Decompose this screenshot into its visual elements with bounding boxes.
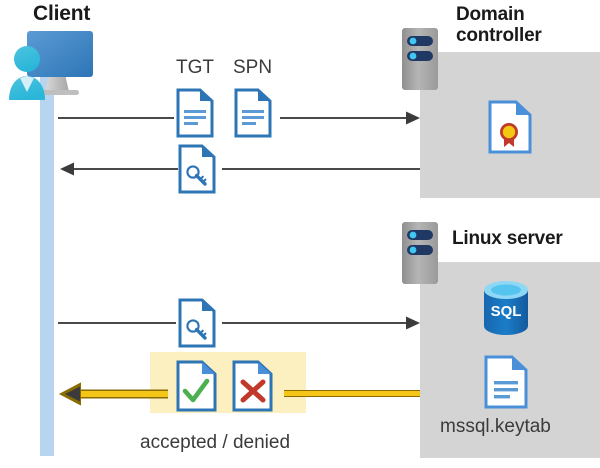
tgt-label: TGT: [176, 57, 214, 78]
message-3-arrow-right: [222, 315, 420, 331]
message-2-line-right: [222, 168, 420, 170]
message-2-arrow-left: [58, 161, 178, 177]
domain-controller-title: Domain controller: [456, 4, 600, 47]
document-key-icon-ticket-2: [178, 298, 216, 348]
client-lifeline: [40, 66, 54, 456]
message-1-arrow-right: [280, 110, 420, 126]
message-4-line-right: [284, 390, 420, 397]
document-text-icon-tgt: [176, 88, 214, 138]
domain-controller-title-line2: controller: [456, 25, 542, 47]
client-computer-user-icon: [5, 26, 97, 104]
sql-database-icon: SQL: [480, 280, 532, 338]
spn-label: SPN: [233, 57, 273, 78]
message-3-line-left: [58, 322, 176, 324]
result-highlight-box: [150, 352, 306, 413]
keytab-filename-label: mssql.keytab: [440, 416, 551, 437]
client-title: Client: [33, 2, 91, 25]
linux-server-server-icon: [402, 222, 438, 284]
certificate-document-icon: [488, 100, 532, 154]
document-accepted-icon: [176, 360, 218, 412]
domain-controller-title-line1: Domain: [456, 4, 525, 25]
domain-controller-server-icon: [402, 28, 438, 90]
keytab-document-icon: [484, 355, 528, 409]
document-text-icon-spn: [234, 88, 272, 138]
linux-server-title: Linux server: [452, 228, 563, 249]
message-4-arrow-left: [58, 382, 168, 406]
message-1-line-left: [58, 117, 174, 119]
accepted-denied-label: accepted / denied: [140, 432, 291, 453]
sql-label: SQL: [491, 303, 522, 320]
document-key-icon-ticket-1: [178, 144, 216, 194]
document-denied-icon: [232, 360, 274, 412]
